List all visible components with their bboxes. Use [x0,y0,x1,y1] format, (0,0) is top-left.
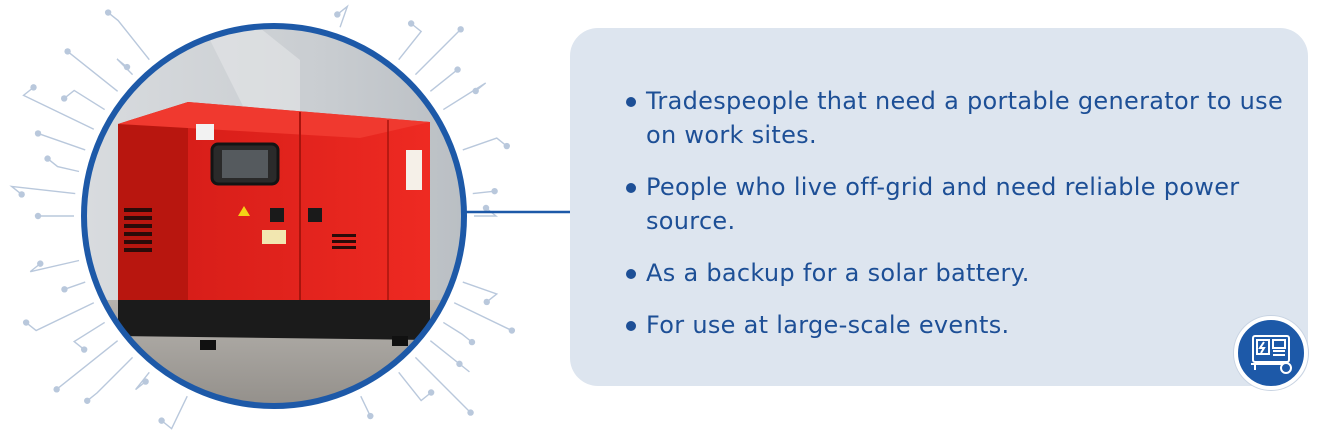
bullet-icon [626,97,636,107]
circuit-trace [414,356,472,414]
circuit-trace [472,190,495,195]
circuit-node [61,286,68,293]
circuit-node [367,412,374,420]
circuit-node [44,155,51,162]
list-item: People who live off-grid and need reliab… [626,170,1296,238]
circuit-node [142,378,149,385]
circuit-node [84,397,91,404]
circuit-trace [429,69,459,92]
circuit-trace [25,302,95,332]
bullet-icon [626,269,636,279]
list-item: For use at large-scale events. [626,308,1296,342]
circuit-trace [9,185,76,195]
circuit-node [123,63,131,71]
circuit-trace [360,395,371,417]
circuit-trace [107,11,150,61]
circuit-node [53,386,60,393]
circuit-node [482,204,490,212]
circuit-node [454,66,461,73]
circuit-trace [429,340,470,373]
photo-frame [81,23,467,409]
circuit-trace [29,259,80,273]
circuit-trace [336,4,349,28]
circuit-node [22,319,30,326]
circuit-trace [135,371,150,391]
circuit-trace [462,137,508,151]
circuit-node [37,260,44,267]
circuit-node [483,298,490,306]
circuit-trace [37,132,86,151]
circuit-trace [398,22,423,61]
list-item-text: For use at large-scale events. [646,311,1010,339]
circuit-trace [47,158,80,173]
circuit-node [468,338,476,346]
circuit-trace [67,50,119,92]
bullet-icon [626,183,636,193]
circuit-trace [22,86,95,130]
info-panel: Tradespeople that need a portable genera… [570,28,1308,386]
generator-photo [84,26,464,406]
circuit-trace [414,28,462,76]
circuit-node [456,360,463,368]
bullet-icon [626,321,636,331]
circuit-node [60,95,68,102]
circuit-node [472,87,479,95]
list-item-text: People who live off-grid and need reliab… [646,173,1240,235]
use-case-list: Tradespeople that need a portable genera… [626,84,1296,360]
circuit-node [104,9,112,16]
circuit-trace [63,89,106,111]
circuit-node [503,142,510,150]
circuit-node [508,327,516,334]
generator-icon [1234,316,1308,390]
circuit-node [30,84,37,91]
circuit-trace [462,281,499,303]
circuit-node [457,26,464,33]
list-item: As a backup for a solar battery. [626,256,1296,290]
circuit-trace [474,207,498,217]
circuit-trace [161,395,188,430]
circuit-node [158,417,165,424]
list-item-text: Tradespeople that need a portable genera… [646,87,1284,149]
circuit-trace [86,356,134,402]
circuit-node [491,187,498,195]
circuit-node [34,130,42,137]
circuit-node [407,20,415,27]
circuit-node [334,11,341,18]
circuit-trace [398,371,432,402]
list-item: Tradespeople that need a portable genera… [626,84,1296,152]
circuit-node [18,191,25,198]
circuit-trace [453,302,513,332]
circuit-pattern [9,4,513,430]
circuit-node [467,409,474,416]
circuit-trace [442,321,473,343]
list-item-text: As a backup for a solar battery. [646,259,1030,287]
circuit-node [80,346,88,353]
circuit-node [64,48,71,55]
circuit-trace [442,82,487,111]
circuit-trace [56,340,119,390]
circuit-node [427,389,435,396]
circuit-node [34,212,42,220]
circuit-trace [72,321,106,351]
circuit-trace [64,281,86,290]
